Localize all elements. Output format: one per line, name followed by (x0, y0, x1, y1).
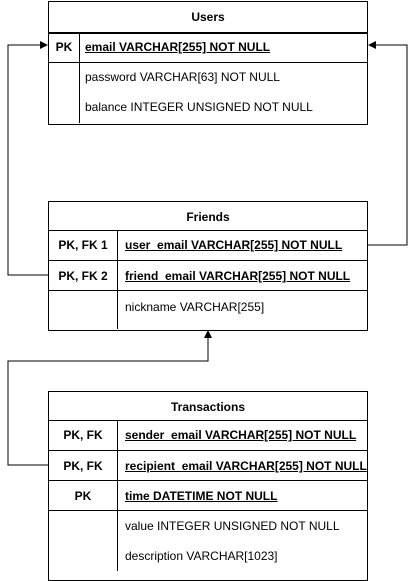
row-divider (49, 450, 367, 451)
pk-divider (49, 290, 367, 291)
table-title: Transactions (170, 400, 246, 414)
key-divider (79, 33, 80, 123)
column-password: password VARCHAR[63] NOT NULL (85, 70, 280, 84)
table-title: Friends (186, 210, 230, 224)
table-friends: Friends PK, FK 1 user_email VARCHAR[255]… (48, 201, 368, 331)
table-users: Users PK email VARCHAR[255] NOT NULL pas… (48, 1, 368, 125)
key-cell: PK (74, 489, 92, 503)
table-title: Users (191, 10, 225, 24)
pk-divider (49, 510, 367, 511)
column-balance: balance INTEGER UNSIGNED NOT NULL (85, 100, 313, 114)
row-divider (49, 260, 367, 261)
pk-divider (49, 62, 367, 63)
header-divider (49, 420, 367, 421)
key-cell: PK, FK 1 (58, 238, 108, 252)
key-cell: PK (55, 40, 73, 54)
row-divider (49, 480, 367, 481)
column-time: time DATETIME NOT NULL (125, 489, 278, 503)
column-friend-email: friend_email VARCHAR[255] NOT NULL (125, 269, 351, 283)
key-cell: PK, FK 2 (58, 269, 108, 283)
key-divider (117, 231, 118, 329)
header-divider (49, 32, 367, 34)
key-divider (117, 421, 118, 571)
column-nickname: nickname VARCHAR[255] (125, 300, 265, 314)
key-cell: PK, FK (63, 428, 103, 442)
column-value: value INTEGER UNSIGNED NOT NULL (125, 519, 340, 533)
header-divider (49, 230, 367, 231)
table-transactions: Transactions PK, FK sender_email VARCHAR… (48, 391, 368, 581)
key-cell: PK, FK (63, 459, 103, 473)
column-user-email: user_email VARCHAR[255] NOT NULL (125, 238, 343, 252)
column-recipient-email: recipient_email VARCHAR[255] NOT NULL (125, 459, 367, 473)
connector-user-email-to-users (368, 41, 408, 246)
column-email: email VARCHAR[255] NOT NULL (85, 40, 271, 54)
column-description: description VARCHAR[1023] (125, 549, 278, 563)
connector-friend-email-to-users (7, 41, 48, 276)
column-sender-email: sender_email VARCHAR[255] NOT NULL (125, 428, 357, 442)
